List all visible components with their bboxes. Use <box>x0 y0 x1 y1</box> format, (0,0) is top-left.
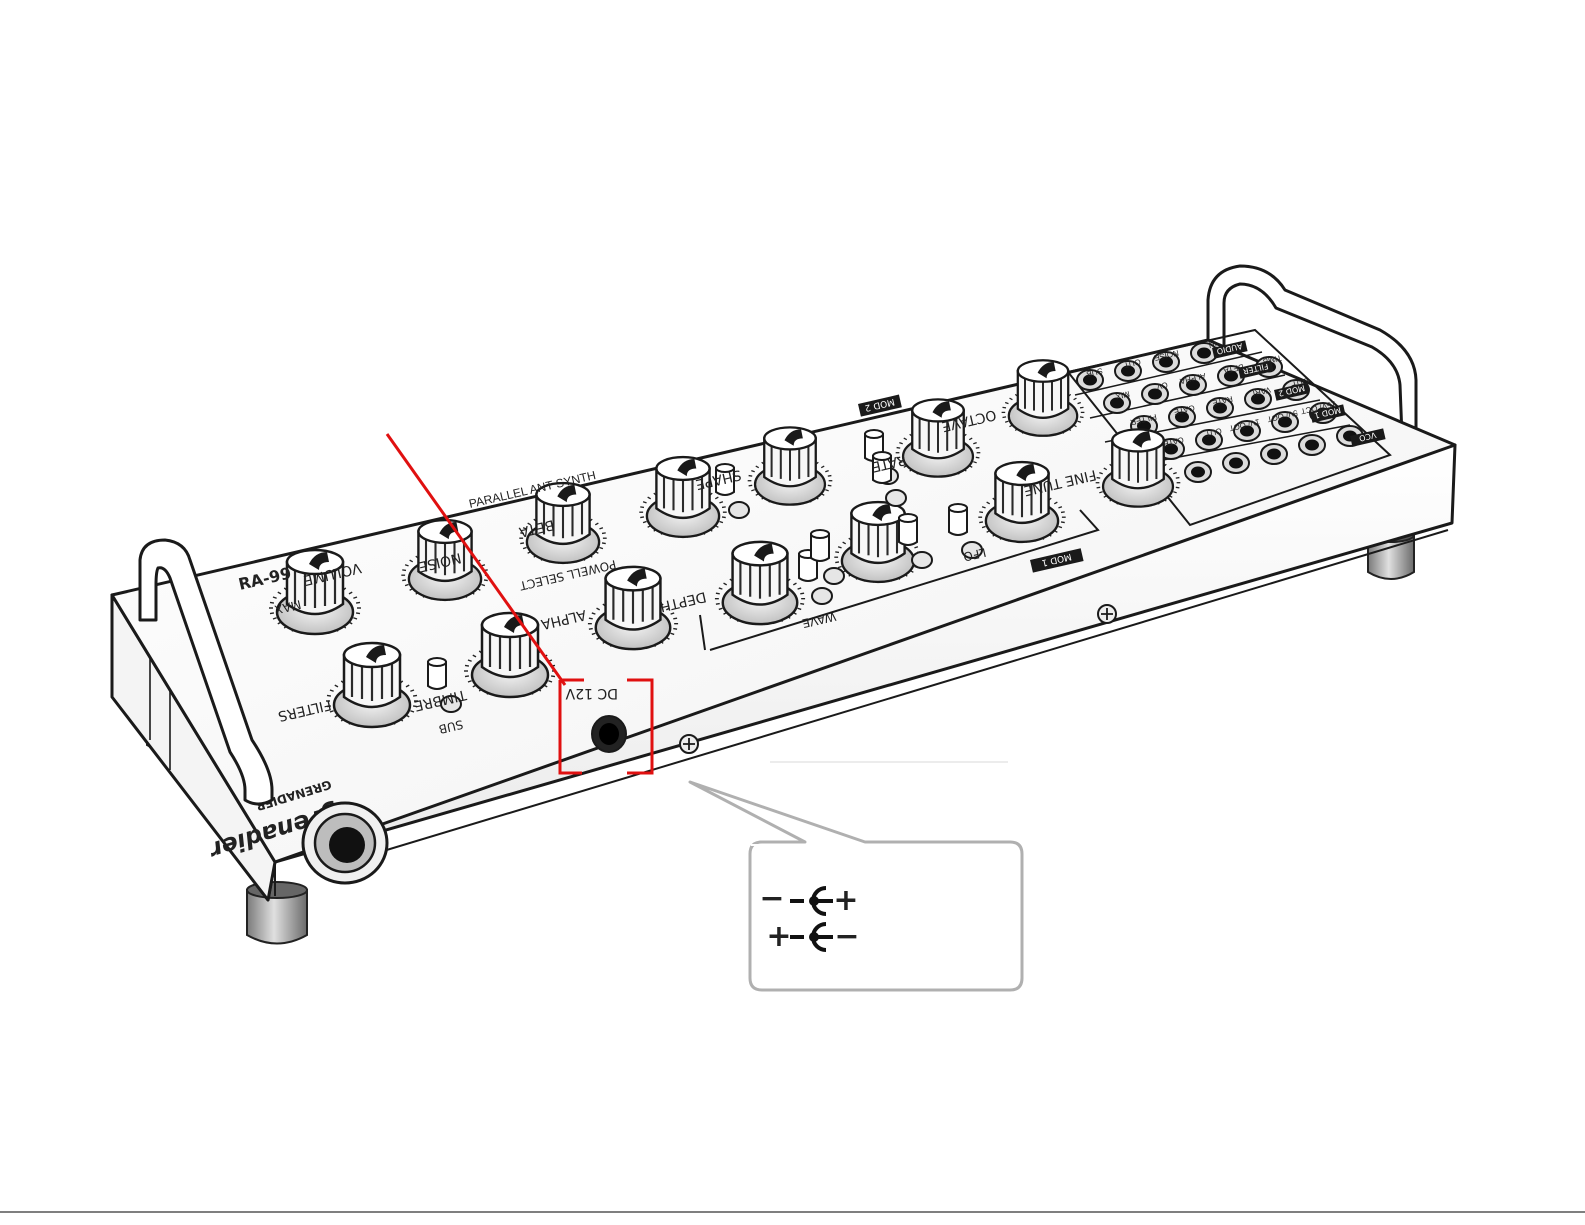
patch-jack <box>1217 365 1245 387</box>
knob-label-rate: RATE <box>870 451 908 474</box>
knob <box>895 398 981 478</box>
screws <box>679 604 1117 754</box>
patch-jack <box>1233 420 1261 442</box>
knob-label-beta: BETA <box>517 516 556 540</box>
patch-jack <box>1152 351 1180 373</box>
knob <box>269 548 361 636</box>
polarity-row1-left: − <box>759 881 784 916</box>
toggle-switch <box>427 657 462 713</box>
patch-jack-label: CV <box>1155 380 1169 391</box>
label-max: MAX <box>273 597 302 617</box>
patch-jack <box>1298 434 1326 456</box>
polarity-row-center-negative: + − <box>766 919 859 954</box>
svg-text:MOD 2: MOD 2 <box>864 396 896 413</box>
dc-power-jack: DC 12V <box>565 685 627 753</box>
patch-jack <box>1260 443 1288 465</box>
label-lfo: LFO <box>962 545 988 564</box>
knob <box>714 540 806 626</box>
knob <box>978 460 1066 544</box>
patch-jack <box>1222 452 1250 474</box>
patch-jack <box>1103 392 1131 414</box>
patch-jack-label: OUT <box>1123 357 1142 370</box>
polarity-row2-right: − <box>834 919 859 954</box>
patch-jack <box>1168 406 1196 428</box>
patch-jack <box>1184 461 1212 483</box>
toggle-switch <box>715 463 750 519</box>
label-sub: SUB <box>437 717 464 736</box>
toggle-switches <box>427 429 983 713</box>
handle-front <box>138 538 274 806</box>
knob <box>464 611 556 699</box>
patch-jack <box>1114 360 1142 382</box>
knob <box>747 426 833 506</box>
knob-array <box>269 359 1181 729</box>
patch-jack <box>1179 374 1207 396</box>
dc-12v-label: DC 12V <box>565 685 618 701</box>
patch-jack <box>1244 388 1272 410</box>
patch-jack-label: CUT <box>1204 426 1222 438</box>
patch-jack <box>1141 383 1169 405</box>
patch-jack <box>1206 397 1234 419</box>
knob <box>1001 359 1085 437</box>
toggle-switch <box>798 549 833 605</box>
knob <box>587 565 679 651</box>
polarity-row2-left: + <box>766 919 791 954</box>
svg-text:VCO: VCO <box>1358 430 1377 443</box>
patch-jack <box>1190 342 1218 364</box>
knob <box>401 518 489 602</box>
dc-jack-highlight <box>385 433 654 775</box>
patch-jack-label: MIX <box>1114 389 1131 401</box>
polarity-row1-right: + <box>833 883 858 918</box>
knob <box>639 455 727 539</box>
knob <box>1095 428 1181 508</box>
patch-jack-label: TIMB <box>1262 353 1283 366</box>
toggle-switch <box>898 513 933 569</box>
patch-jack-label: OUT <box>1291 376 1310 389</box>
toggle-switch <box>810 529 845 585</box>
audio-output-jack <box>301 801 389 885</box>
polarity-row-center-positive: − + <box>759 881 858 918</box>
patch-jack-label: IN <box>1208 339 1218 350</box>
patch-jack-label: VARI <box>1252 385 1272 398</box>
knob <box>834 500 922 584</box>
toggle-switch <box>872 451 907 507</box>
knob <box>519 481 607 565</box>
patch-jack <box>1195 429 1223 451</box>
section-tab-vco: VCO <box>1350 428 1386 447</box>
knob <box>326 641 418 729</box>
patch-jack-label: SUB <box>1086 366 1104 378</box>
patch-jack <box>1076 369 1104 391</box>
polarity-callout: − + + − <box>688 780 1024 992</box>
patch-jack <box>1271 411 1299 433</box>
toggle-switch <box>948 503 983 559</box>
